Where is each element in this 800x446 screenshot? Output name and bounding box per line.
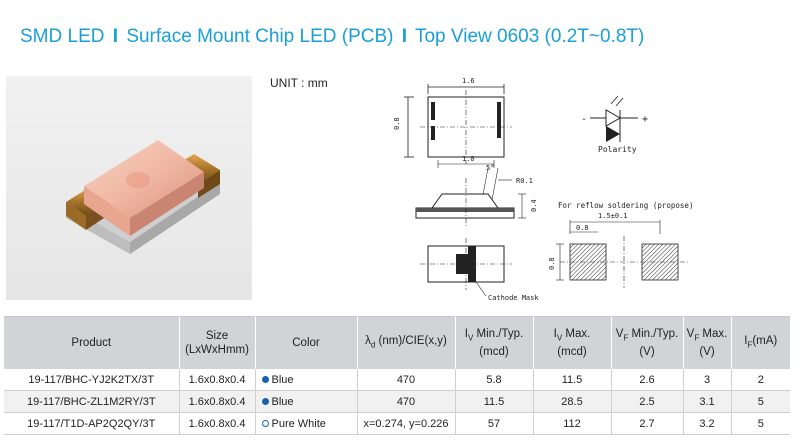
product-photo: [6, 76, 252, 300]
col-header-iv-max: IV Max.(mcd): [533, 316, 612, 369]
cell-product: 19-117/BHC-ZL1M2RY/3T: [4, 390, 180, 413]
unit-label: UNIT : mm: [270, 76, 328, 90]
color-dot-icon: [261, 397, 269, 405]
cell-vf-max: 3: [683, 369, 732, 391]
cell-size: 1.6x0.8x0.4: [179, 412, 256, 435]
cell-color: Blue: [255, 369, 358, 391]
cell-iv: 5.8: [455, 369, 534, 391]
top-inner-label: 1.0: [462, 155, 475, 163]
title-separator: I: [112, 26, 119, 47]
reflow-height-label: 0.8: [548, 257, 556, 270]
cathode-mask-label: Cathode Mask: [488, 294, 539, 302]
top-view-drawing: 1.6 0.8 1.0: [393, 77, 512, 168]
side-height-label: 0.4: [530, 199, 538, 212]
cell-iv: 57: [455, 412, 534, 435]
cell-vf: 2.7: [611, 412, 684, 435]
col-header-product: Product: [4, 316, 180, 369]
top-height-label: 0.8: [393, 117, 401, 130]
polarity-minus: -: [581, 114, 587, 125]
cell-iv-max: 112: [533, 412, 612, 435]
col-header-if: IF(mA): [731, 316, 790, 369]
cell-size: 1.6x0.8x0.4: [179, 390, 256, 413]
title-part-category: SMD LED: [20, 26, 105, 47]
cell-color: Blue: [255, 390, 358, 413]
polarity-symbol: - + Polarity: [581, 95, 648, 154]
cell-if: 5: [731, 412, 790, 435]
reflow-pads-drawing: For reflow soldering (propose) 1.5±0.1 0…: [548, 201, 693, 288]
side-view-drawing: 5° R0.1 0.4: [415, 164, 538, 226]
cell-if: 2: [731, 369, 790, 391]
col-header-size: Size(LxWxHmm): [179, 316, 256, 369]
polarity-plus: +: [642, 114, 648, 125]
dimension-drawings: 1.6 0.8 1.0 - +: [380, 60, 700, 315]
polarity-label: Polarity: [598, 145, 637, 154]
table-row: 19-117/BHC-ZL1M2RY/3T 1.6x0.8x0.4 Blue 4…: [4, 390, 790, 413]
cell-vf: 2.5: [611, 390, 684, 413]
col-header-iv-min-typ: IV Min./Typ.(mcd): [455, 316, 534, 369]
side-angle-label: 5°: [486, 164, 494, 172]
color-dot-icon: [261, 419, 269, 427]
title-separator: I: [401, 26, 408, 47]
color-dot-icon: [261, 375, 269, 383]
col-header-vf-max: VF Max.(V): [683, 316, 732, 369]
cell-vf-max: 3.2: [683, 412, 732, 435]
cell-wavelength: 470: [357, 369, 456, 391]
table-row: 19-117/T1D-AP2Q2QY/3T 1.6x0.8x0.4 Pure W…: [4, 412, 790, 435]
title-part-type: Surface Mount Chip LED (PCB): [126, 26, 394, 47]
top-width-label: 1.6: [462, 77, 475, 85]
cell-wavelength: 470: [357, 390, 456, 413]
cell-vf: 2.6: [611, 369, 684, 391]
spec-table: Product Size(LxWxHmm) Color λd (nm)/CIE(…: [4, 316, 790, 435]
reflow-pitch-label: 1.5±0.1: [598, 212, 628, 220]
col-header-wavelength: λd (nm)/CIE(x,y): [357, 316, 456, 369]
cell-product: 19-117/BHC-YJ2K2TX/3T: [4, 369, 180, 391]
reflow-pad-label: 0.8: [576, 224, 589, 232]
reflow-title: For reflow soldering (propose): [558, 201, 693, 210]
col-header-color: Color: [255, 316, 358, 369]
cell-wavelength: x=0.274, y=0.226: [357, 412, 456, 435]
cell-color: Pure White: [255, 412, 358, 435]
title-part-package: Top View 0603 (0.2T~0.8T): [414, 26, 645, 47]
cell-size: 1.6x0.8x0.4: [179, 369, 256, 391]
cell-if: 5: [731, 390, 790, 413]
cell-vf-max: 3.1: [683, 390, 732, 413]
page-title: SMD LED I Surface Mount Chip LED (PCB) I…: [20, 26, 644, 48]
col-header-vf-min-typ: VF Min./Typ.(V): [611, 316, 684, 369]
cell-product: 19-117/T1D-AP2Q2QY/3T: [4, 412, 180, 435]
table-header-row: Product Size(LxWxHmm) Color λd (nm)/CIE(…: [4, 316, 790, 369]
table-row: 19-117/BHC-YJ2K2TX/3T 1.6x0.8x0.4 Blue 4…: [4, 369, 790, 391]
bottom-view-drawing: Cathode Mask: [420, 238, 539, 302]
cell-iv-max: 11.5: [533, 369, 612, 391]
side-radius-label: R0.1: [516, 177, 533, 185]
cell-iv-max: 28.5: [533, 390, 612, 413]
cell-iv: 11.5: [455, 390, 534, 413]
